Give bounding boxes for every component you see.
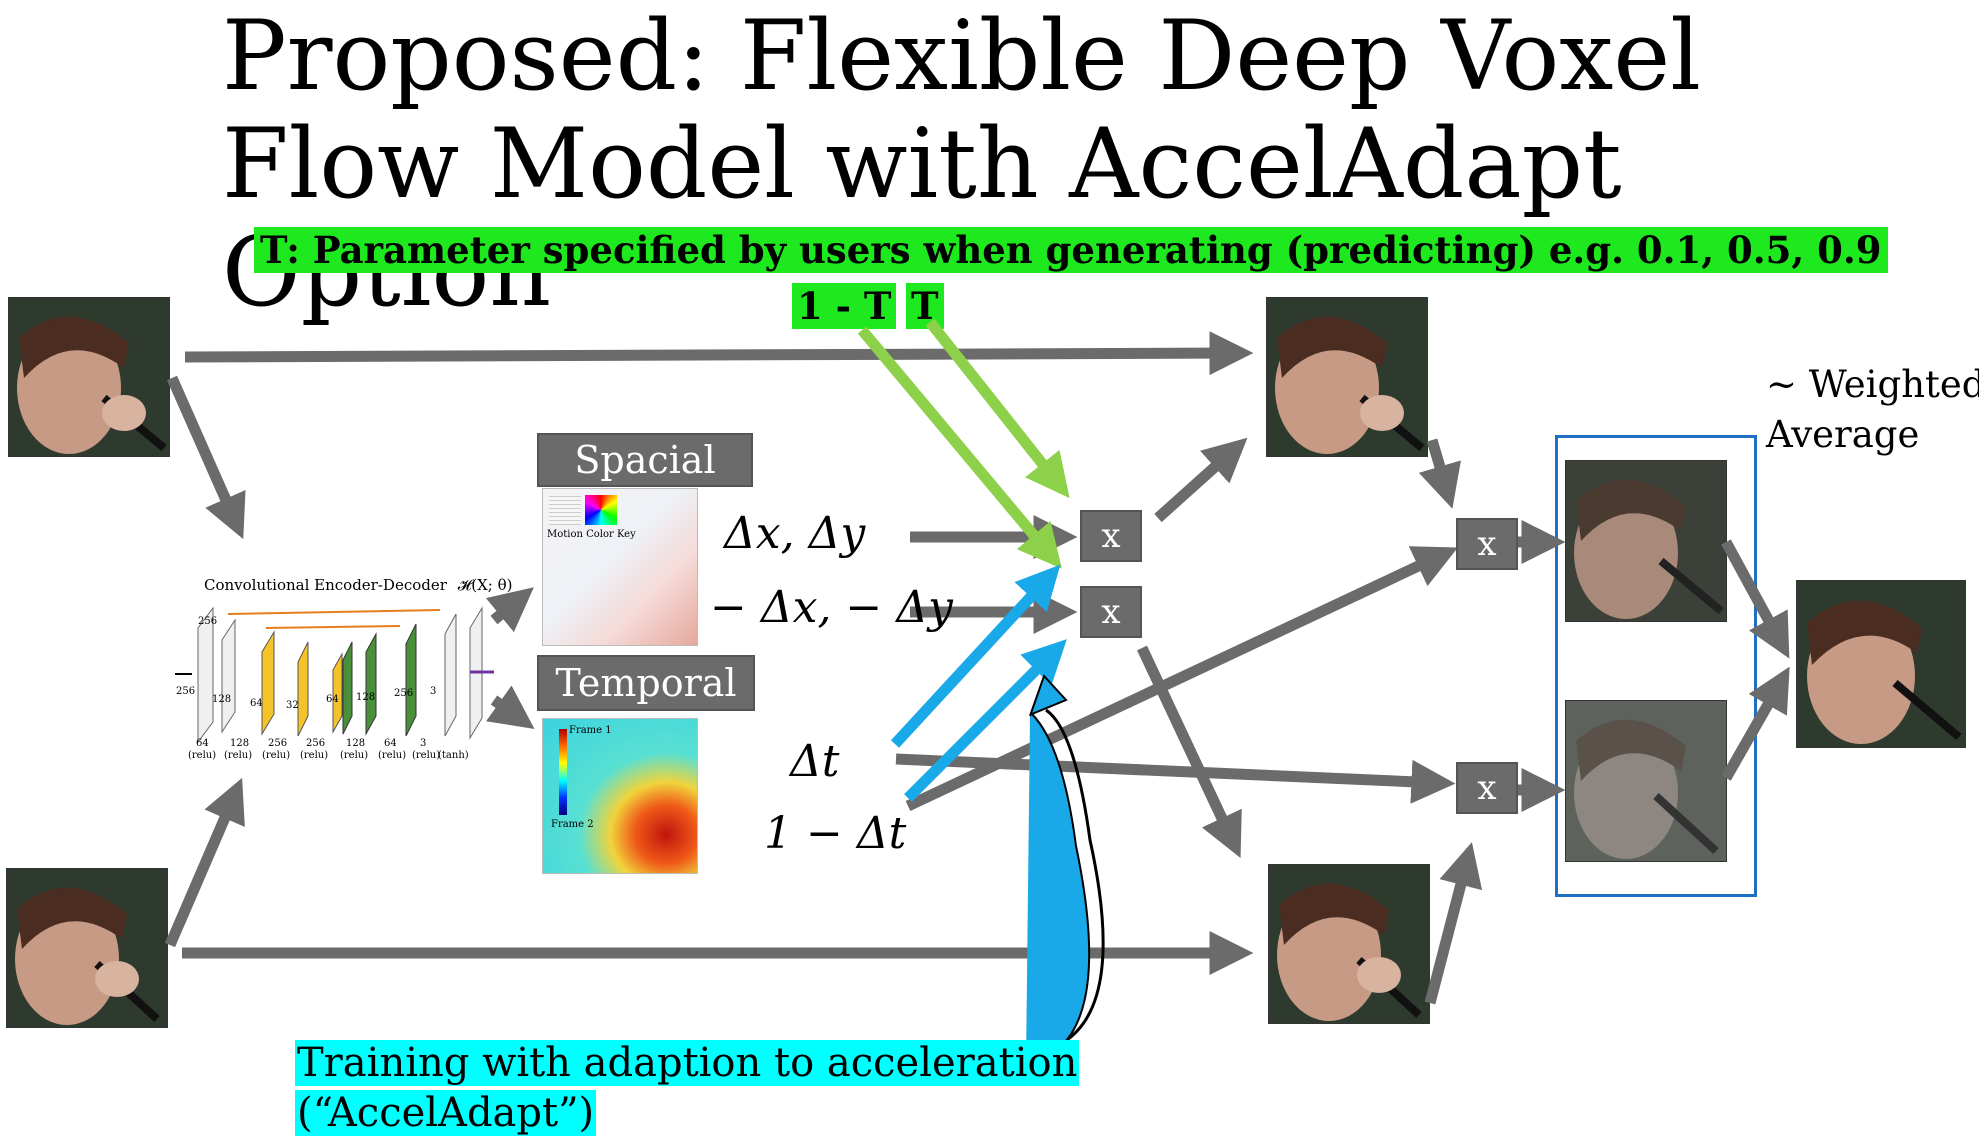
- enc-act-6: (relu): [378, 750, 407, 761]
- accel-line1: Training with adaption to acceleration: [295, 1040, 1080, 1086]
- tag-one-minus-t: 1 - T: [792, 283, 897, 329]
- face-image: [1269, 865, 1429, 1023]
- encoder-title-text: Convolutional Encoder-Decoder: [204, 576, 447, 594]
- enc-act-4: (relu): [300, 750, 329, 761]
- enc-bottom-256b: 256: [306, 738, 326, 749]
- enc-num-256: 256: [198, 616, 218, 627]
- frame1-label: Frame 1: [569, 725, 612, 736]
- enc-num-3: 3: [430, 686, 437, 697]
- warped-frame-2: [1268, 864, 1430, 1024]
- accel-adapt-note: Training with adaption to acceleration (…: [295, 1038, 1080, 1138]
- accel-curved-arrow: [1025, 674, 1105, 1065]
- weighted-average-line1: ~ Weighted: [1766, 363, 1979, 406]
- enc-num-128b: 128: [356, 692, 376, 703]
- face-image: [7, 869, 167, 1027]
- weighted-average-line2: Average: [1766, 413, 1920, 456]
- face-image: [1566, 461, 1726, 621]
- multiply-box-3: x: [1456, 518, 1518, 570]
- enc-bottom-64: 64: [196, 738, 209, 749]
- enc-act-8: (tanh): [438, 750, 469, 761]
- warped-frame-1: [1266, 297, 1428, 457]
- encoder-formula: 𝓗(X; θ): [457, 576, 513, 594]
- delta-t-label: Δt: [790, 736, 840, 787]
- spacial-box: Spacial: [537, 433, 753, 487]
- spacial-flow-map: Motion Color Key: [542, 488, 698, 646]
- enc-bottom-64b: 64: [384, 738, 397, 749]
- grid-patch: [549, 495, 581, 525]
- colorbar: [559, 729, 567, 815]
- one-minus-delta-t-label: 1 − Δt: [764, 808, 907, 859]
- enc-num-256b: 256: [394, 688, 414, 699]
- weighted-frame-1: [1565, 460, 1727, 622]
- parameter-banner: T: Parameter specified by users when gen…: [254, 227, 1888, 273]
- slide-title: Proposed: Flexible Deep Voxel Flow Model…: [222, 0, 1701, 326]
- multiply-box-1: x: [1080, 510, 1142, 562]
- enc-num-128: 128: [212, 694, 232, 705]
- enc-bottom-3: 3: [420, 738, 427, 749]
- enc-bottom-128b: 128: [346, 738, 366, 749]
- face-image: [1566, 701, 1726, 861]
- weighted-average-label: ~ Weighted Average: [1766, 360, 1979, 460]
- delta-xy-label: Δx, Δy: [724, 508, 866, 559]
- face-image: [1267, 298, 1427, 456]
- green-arrows: [857, 318, 1070, 569]
- face-image: [9, 298, 169, 456]
- enc-num-32: 32: [286, 700, 299, 711]
- output-frame: [1796, 580, 1966, 748]
- neg-delta-xy-label: − Δx, − Δy: [710, 582, 953, 633]
- enc-num-64b: 64: [326, 694, 339, 705]
- enc-act-1: (relu): [188, 750, 217, 761]
- weighted-frame-2: [1565, 700, 1727, 862]
- weighted-average-group: [1555, 435, 1757, 897]
- enc-bottom-128: 128: [230, 738, 250, 749]
- gray-arrows: [164, 331, 1790, 1005]
- motion-color-key-wheel: [585, 495, 617, 525]
- encoder-layers: [175, 606, 494, 744]
- enc-act-3: (relu): [262, 750, 291, 761]
- multiply-box-2: x: [1080, 586, 1142, 638]
- enc-num-64: 64: [250, 698, 263, 709]
- enc-act-2: (relu): [224, 750, 253, 761]
- face-image: [1797, 581, 1965, 747]
- multiply-box-4: x: [1456, 762, 1518, 814]
- enc-act-5: (relu): [340, 750, 369, 761]
- input-frame-1: [8, 297, 170, 457]
- enc-act-7: (relu): [412, 750, 441, 761]
- tag-t: T: [906, 283, 944, 329]
- temporal-map: Frame 1 Frame 2: [542, 718, 698, 874]
- enc-input-256: 256: [176, 686, 196, 697]
- temporal-box: Temporal: [537, 655, 755, 711]
- encoder-decoder-title: Convolutional Encoder-Decoder 𝓗(X; θ): [204, 576, 512, 594]
- enc-bottom-256: 256: [268, 738, 288, 749]
- frame2-label: Frame 2: [551, 819, 594, 830]
- input-frame-2: [6, 868, 168, 1028]
- motion-color-key-label: Motion Color Key: [547, 529, 636, 540]
- accel-line2: (“AccelAdapt”): [295, 1090, 597, 1136]
